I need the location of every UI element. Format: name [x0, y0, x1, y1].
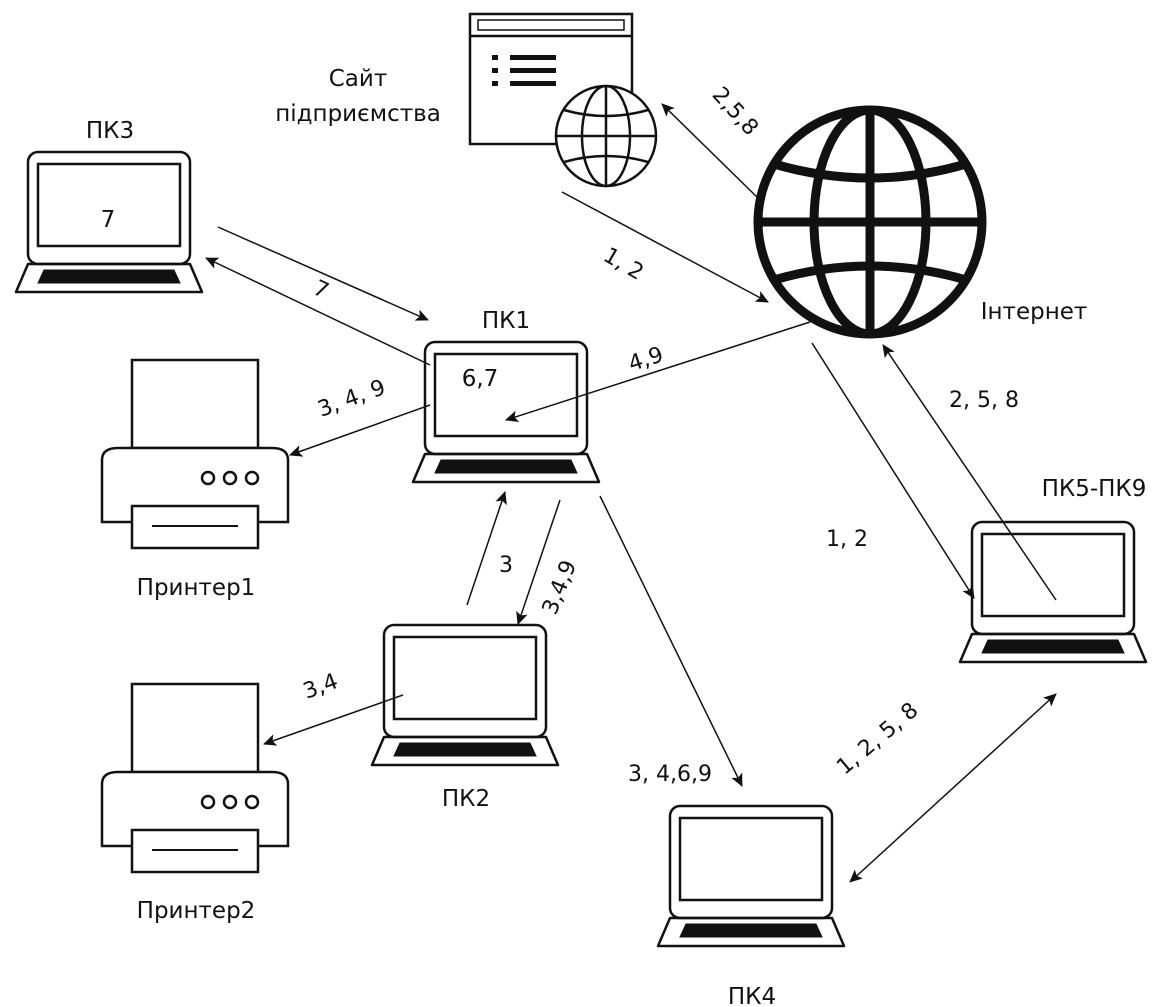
printer1-label: Принтер1 [137, 575, 256, 601]
edge-label-pc1-to-pc4: 3, 4,6,9 [628, 762, 712, 787]
edge-label-pc5-9-to-internet: 2, 5, 8 [949, 388, 1019, 413]
edge-labels: 7 3, 4, 9 3 3,4,9 3,4 3, 4,6,9 4,9 1, 2 … [300, 82, 1019, 787]
pc2-label: ПК2 [442, 786, 490, 812]
edges [205, 103, 1057, 883]
edge-label-website-to-internet: 1, 2 [599, 243, 648, 286]
printer-icon [100, 358, 290, 550]
pc3-label: ПК3 [86, 118, 134, 144]
edge-pc3-to-pc1 [217, 226, 429, 321]
internet-label: Інтернет [981, 299, 1088, 325]
edge-pc2-to-printer2 [263, 694, 404, 746]
pc1-label: ПК1 [482, 308, 530, 334]
edge-pc4-pc5-9 [849, 693, 1057, 883]
printer2-label: Принтер2 [137, 898, 256, 924]
printer2-node: Принтер2 [100, 682, 290, 924]
edge-label-internet-to-pc5-9: 1, 2 [826, 527, 868, 552]
edge-label-internet-to-pc1: 4,9 [625, 343, 666, 378]
website-label-line1: Сайт [329, 66, 388, 92]
pc1-screen-text: 6,7 [462, 366, 499, 392]
laptop-icon [370, 623, 560, 767]
pc3-screen-text: 7 [101, 207, 116, 233]
globe-icon [753, 105, 987, 339]
printer1-node: Принтер1 [100, 358, 290, 601]
edge-pc1-to-pc3 [205, 257, 431, 366]
edge-label-pc1-to-pc3: 7 [309, 276, 332, 305]
edge-internet-to-website [661, 103, 761, 201]
pc4-node: ПК4 [656, 804, 846, 1007]
edge-website-to-internet [561, 191, 769, 303]
edge-internet-to-pc5-9 [811, 342, 975, 599]
pc4-label: ПК4 [728, 984, 776, 1007]
edge-label-pc1-to-printer1: 3, 4, 9 [315, 375, 389, 422]
pc5-9-node: ПК5-ПК9 [958, 476, 1148, 664]
laptop-icon [656, 804, 846, 948]
edge-label-pc2-to-printer2: 3,4 [300, 669, 341, 704]
laptop-icon [958, 520, 1148, 664]
small-globe-icon [554, 84, 658, 188]
edge-label-pc1-to-pc2: 3,4,9 [538, 557, 582, 618]
internet-node: Інтернет [753, 105, 1088, 339]
edge-pc1-to-pc4 [599, 495, 743, 787]
edge-label-internet-to-website: 2,5,8 [707, 82, 763, 140]
edge-pc1-to-printer1 [289, 404, 431, 457]
edge-pc2-to-pc1 [466, 491, 507, 606]
pc3-node: ПК3 7 [14, 118, 204, 294]
edge-internet-to-pc1 [505, 321, 811, 423]
laptop-icon [411, 340, 601, 484]
edge-pc1-to-pc2 [516, 499, 561, 625]
pc5-9-label: ПК5-ПК9 [1042, 476, 1147, 502]
website-label-line2: підприємства [275, 101, 441, 127]
website-node: Сайт підприємства [275, 12, 658, 188]
pc1-node: ПК1 6,7 [411, 308, 601, 484]
edge-label-pc2-to-pc1: 3 [499, 553, 513, 578]
pc2-node: ПК2 [370, 623, 560, 812]
edge-label-pc4-pc5-9: 1, 2, 5, 8 [832, 698, 923, 780]
edge-pc5-9-to-internet [882, 344, 1057, 601]
printer-icon [100, 682, 290, 874]
